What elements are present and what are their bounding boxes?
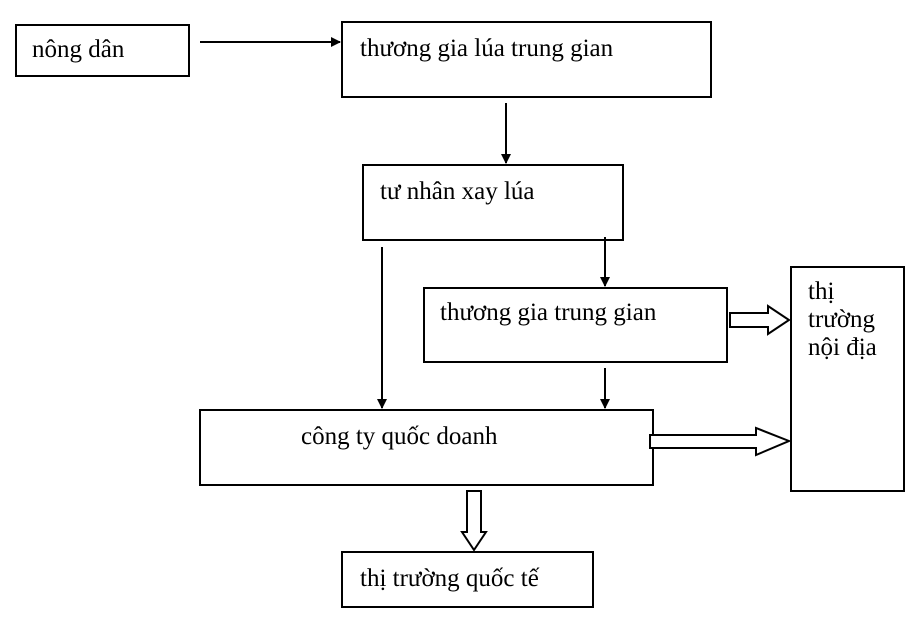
state-company-label: công ty quốc doanh: [301, 423, 498, 450]
state-company-box: công ty quốc doanh: [199, 409, 654, 486]
farmer-label: nông dân: [32, 36, 125, 63]
edge-state-company-to-international-market: [460, 490, 488, 552]
rice-middleman-box: thương gia lúa trung gian: [341, 21, 712, 98]
middleman-trader-label: thương gia trung gian: [440, 299, 657, 326]
international-market-label: thị trường quốc tế: [360, 565, 539, 592]
international-market-box: thị trường quốc tế: [341, 551, 594, 608]
domestic-market-box: thị trường nội địa: [790, 266, 905, 492]
domestic-market-label: thị trường nội địa: [808, 278, 877, 361]
edge-state-company-to-domestic-market: [649, 426, 792, 457]
edge-middleman-trader-to-domestic-market: [729, 304, 791, 336]
private-miller-label: tư nhân xay lúa: [380, 178, 535, 205]
private-miller-box: tư nhân xay lúa: [362, 164, 624, 241]
farmer-box: nông dân: [15, 24, 190, 77]
middleman-trader-box: thương gia trung gian: [423, 287, 728, 363]
rice-middleman-label: thương gia lúa trung gian: [360, 35, 614, 62]
